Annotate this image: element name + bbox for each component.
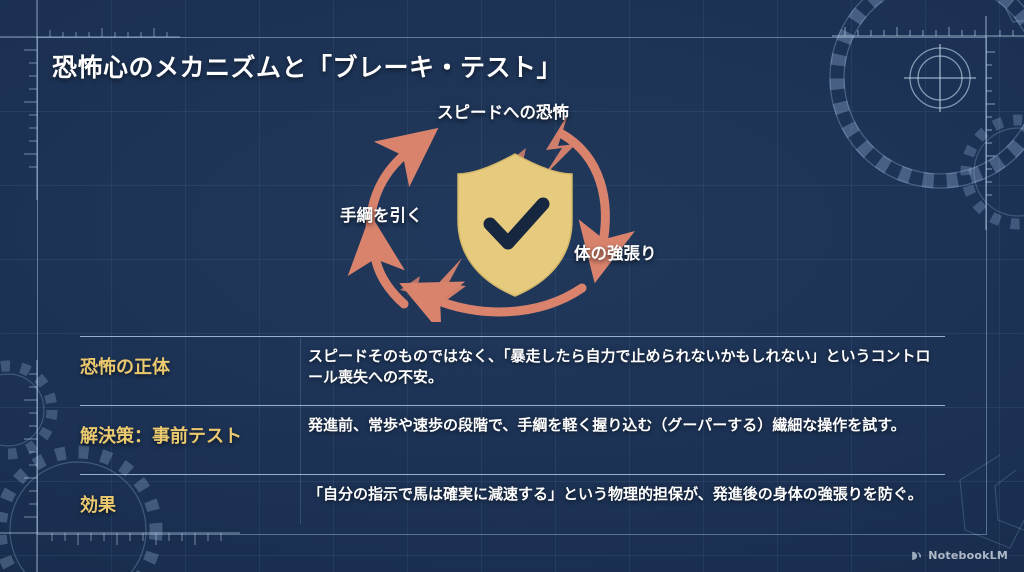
cycle-label-body-tension: 体の強張り	[574, 244, 657, 263]
lightning-bolt-icon-top-right	[544, 114, 576, 176]
gear-teeth-top-right	[829, 0, 1024, 189]
table-column-divider	[300, 338, 301, 524]
gear-icon-top-right	[829, 0, 1024, 189]
notebooklm-logo-icon	[912, 551, 922, 560]
arrow-right-to-left	[347, 214, 587, 322]
cycle-label-pull-reins: 手綱を引く	[340, 206, 423, 225]
table-row-label: 解決策：事前テスト	[80, 426, 242, 447]
notebooklm-watermark: NotebookLM	[910, 549, 1008, 562]
page-title-text: 恐怖心のメカニズムと「ブレーキ・テスト」	[52, 53, 563, 82]
gear-teeth-left	[0, 360, 58, 460]
table-row-body: 発進前、常歩や速歩の段階で、手綱を軽く握り込む（グーパーする）繊細な操作を試す。	[308, 416, 906, 434]
fear-cycle-diagram: スピードへの恐怖 体の強張り 手綱を引く	[300, 92, 730, 322]
table-row-label: 効果	[80, 495, 116, 516]
notebooklm-watermark-text: NotebookLM	[928, 549, 1008, 562]
page-title: 恐怖心のメカニズムと「ブレーキ・テスト」	[52, 44, 964, 88]
ruler-top-left	[0, 0, 180, 200]
table-row: 効果 「自分の指示で馬は確実に減速する」という物理的担保が、発進後の身体の強張り…	[80, 474, 945, 543]
lightning-bolt-icon-bottom-left	[428, 258, 466, 314]
table-row-body: 「自分の指示で馬は確実に減速する」という物理的担保が、発進後の身体の強張りを防ぐ…	[308, 485, 923, 503]
summary-table: 恐怖の正体 スピードそのものではなく、「暴走したら自力で止められないかもしれない…	[80, 336, 945, 543]
table-row: 恐怖の正体 スピードそのものではなく、「暴走したら自力で止められないかもしれない…	[80, 336, 945, 405]
table-row-body: スピードそのものではなく、「暴走したら自力で止められないかもしれない」というコン…	[308, 347, 931, 387]
table-row: 解決策：事前テスト 発進前、常歩や速歩の段階で、手綱を軽く握り込む（グーパーする…	[80, 405, 945, 474]
polygon-decoration-bottom-right	[959, 454, 1024, 549]
gear-teeth-top-right-2	[960, 114, 1024, 230]
cycle-label-speed-fear: スピードへの恐怖	[437, 103, 569, 122]
shield-check-icon	[457, 153, 573, 297]
table-row-label: 恐怖の正体	[80, 357, 170, 378]
